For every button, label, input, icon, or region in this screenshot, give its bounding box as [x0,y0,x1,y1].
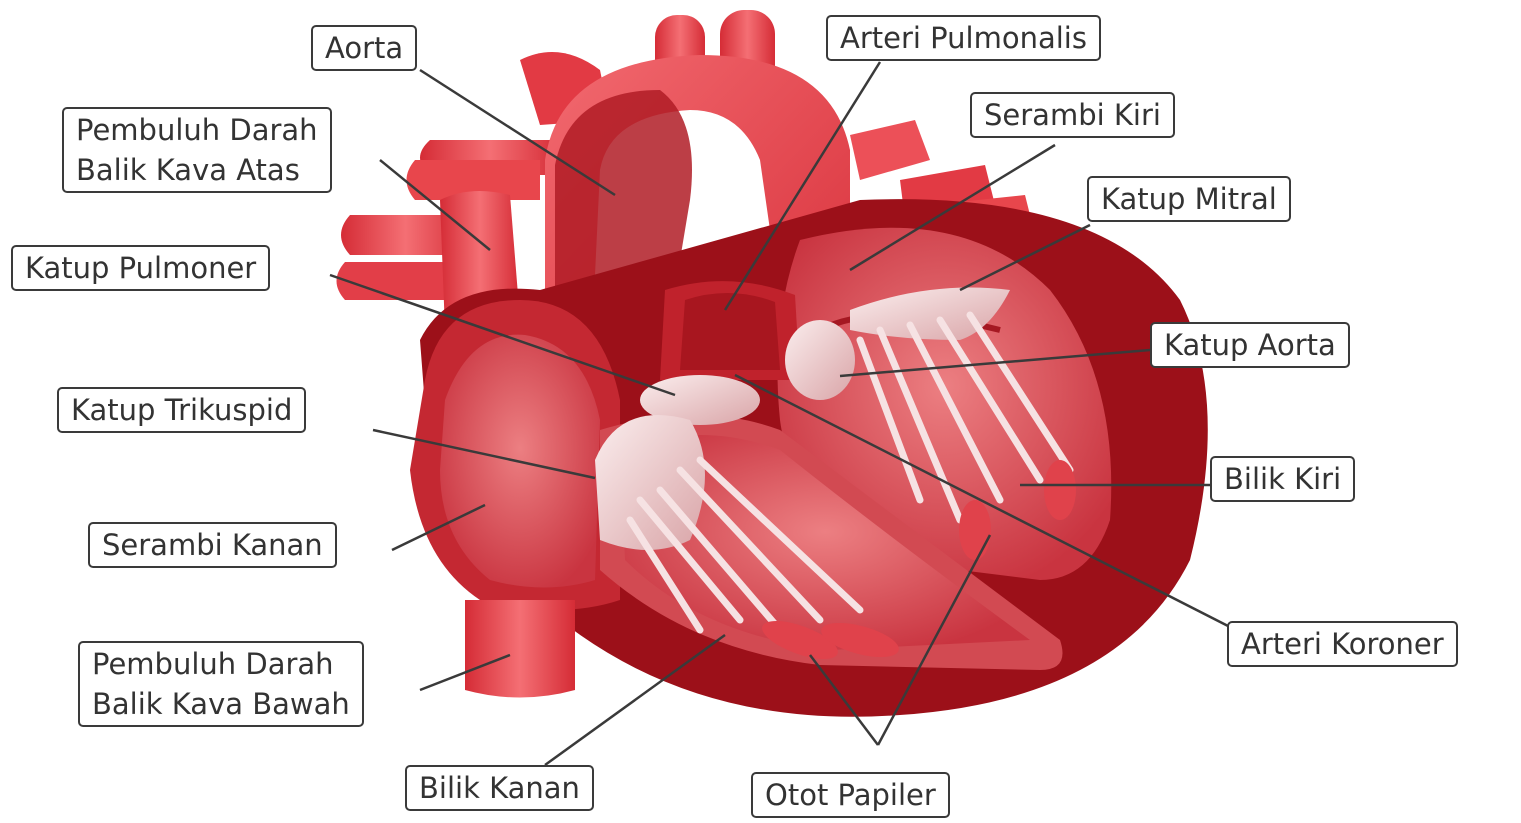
label-vena-kava-bawah-line2: Balik Kava Bawah [92,684,350,724]
label-pembuluh-darah-balik-kava-atas: Pembuluh Darah Balik Kava Atas [62,107,332,193]
inferior-vena-cava [465,600,575,698]
label-otot-papiler: Otot Papiler [751,772,950,818]
label-vena-kava-atas-line2: Balik Kava Atas [76,150,318,190]
label-vena-kava-atas-line1: Pembuluh Darah [76,110,318,150]
label-vena-kava-bawah-line1: Pembuluh Darah [92,644,350,684]
label-bilik-kiri: Bilik Kiri [1210,456,1355,502]
label-katup-aorta: Katup Aorta [1150,322,1350,368]
label-arteri-pulmonalis: Arteri Pulmonalis [826,15,1101,61]
label-bilik-kanan: Bilik Kanan [405,765,594,811]
label-katup-mitral: Katup Mitral [1087,176,1291,222]
label-arteri-koroner: Arteri Koroner [1227,621,1458,667]
label-aorta: Aorta [311,25,417,71]
label-serambi-kiri: Serambi Kiri [970,92,1175,138]
label-katup-trikuspid: Katup Trikuspid [57,387,306,433]
label-pembuluh-darah-balik-kava-bawah: Pembuluh Darah Balik Kava Bawah [78,641,364,727]
label-katup-pulmoner: Katup Pulmoner [11,245,270,291]
label-serambi-kanan: Serambi Kanan [88,522,337,568]
